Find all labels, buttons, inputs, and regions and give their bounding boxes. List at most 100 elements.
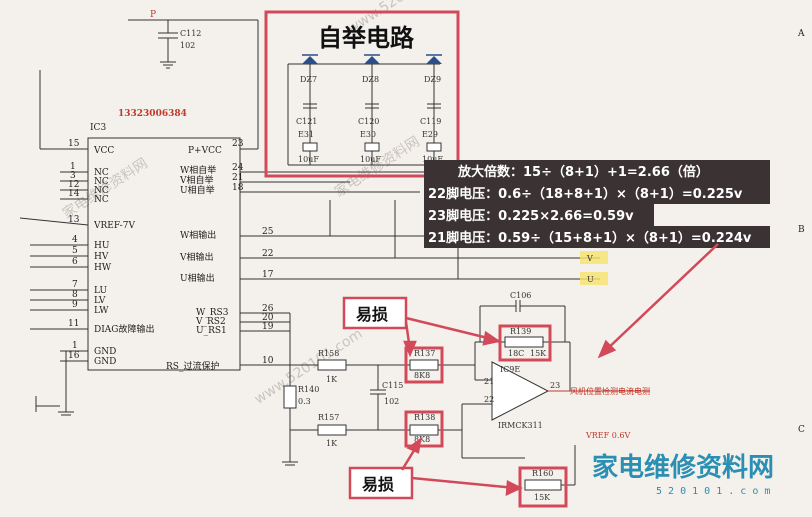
easy-label-box-bottom [348,466,414,500]
pin-num: 11 [68,319,79,329]
r140-label: R140 [298,385,319,394]
left-pin-wires [19,70,89,416]
opamp-pin21: 21 [484,377,494,386]
ic9-label: IC9E [500,365,520,374]
brand-cn: 家电维修资料网 [592,452,774,483]
pin-name: U_RS1 [196,326,227,336]
pin-num: 6 [72,257,78,267]
bootstrap-title: 自举电路 [318,24,415,52]
pin-num: 1 [72,341,78,351]
note-pin21: 21脚电压：0.59÷（15+8+1）×（8+1）=0.224v [428,230,752,246]
note-bg [424,226,770,248]
p-rail-label: P [150,10,156,20]
c115-label: C115 [382,381,403,390]
pin-num: 25 [262,227,274,237]
pin-num: 18 [232,183,244,193]
pin-name: V_RS2 [195,317,226,327]
pin-num: 3 [70,171,76,181]
pin-name: NC [94,177,109,187]
pin-num: 4 [72,235,78,245]
pin-name: LU [94,286,107,296]
pin-num: 13 [68,215,80,225]
ic3-body [87,137,241,371]
pin-num: 22 [262,249,273,259]
opamp-pin23: 23 [550,381,560,390]
pin-name: W相自举 [180,164,216,176]
pin-num: 16 [68,351,80,361]
ic3-label: IC3 [90,123,106,133]
c115-value: 102 [384,397,399,406]
easy-label-box-top [342,296,408,330]
margin-letter-b: B [798,225,805,235]
c112-circuit [128,19,259,150]
note-bg [424,160,770,182]
pin-name: U相输出 [180,272,215,284]
v-mark-label: V [586,254,593,263]
diode-label: DZ8 [362,75,379,84]
c112-label: C112 [180,29,201,38]
r139-value: 15K [530,349,547,358]
vref-label: VREF 0.6V [585,431,630,440]
note-bg [424,204,654,226]
pin-num: 8 [72,290,78,300]
diode-dz7 [302,54,318,64]
r157-value: 1K [326,439,338,448]
diode-label: DZ9 [424,75,441,84]
pin-num: 23 [232,139,244,149]
pin-name: HU [94,241,110,251]
r158-value: 1K [326,375,338,384]
pin-num: 9 [72,300,78,310]
margin-letter-c: C [798,425,805,435]
pin-num: 26 [262,304,274,314]
pin-name: NC [94,168,109,178]
pin-num: 21 [232,173,243,183]
r157-label: R157 [318,413,339,422]
diode-dz9 [426,54,442,64]
bootstrap-caps [302,103,442,152]
pin-name: GND [94,347,116,357]
pin-name: P+VCC [188,146,222,156]
cap-label: C121 [296,117,317,126]
pin-num: 1 [70,162,76,172]
pin-name: DIAG故障输出 [94,323,154,335]
r139-label: R139 [510,327,531,336]
watermark-text: www.520101.com [252,326,366,408]
easy-label-top: 易损 [356,305,388,324]
r137-label: R137 [414,349,435,358]
v-mark [580,251,608,264]
pin-num: 7 [72,280,78,290]
pin-name: LV [94,296,106,306]
pin-name: V相输出 [179,251,214,263]
cap-value: 10uF [298,155,319,164]
margin-letter-a: A [797,29,805,39]
elec-cap-label: E31 [298,130,314,139]
r138-label: R138 [414,413,435,422]
pin-name: NC [94,195,109,205]
pin-num: 19 [262,322,274,332]
fragile-highlight-boxes [404,324,568,508]
diode-label: DZ7 [300,75,317,84]
pin-num: 17 [262,270,274,280]
pin-num: 12 [68,180,79,190]
pin-name: NC [94,186,109,196]
pin-name: RS_过流保护 [166,360,219,372]
ic9-part: IRMCK311 [498,421,543,430]
phone-number: 13323006384 [118,109,187,119]
r139-alt: 18C [508,349,524,358]
u-mark [580,272,608,285]
pin-name: W_RS3 [196,308,229,318]
opamp-pin22: 22 [484,395,494,404]
c112-value: 102 [180,41,195,50]
pin-name: HW [94,263,112,273]
elec-cap-label: E29 [422,130,438,139]
cap-value: 10uF [360,155,381,164]
pin-num: 15 [68,139,80,149]
brand-bg [584,441,806,493]
pin-num: 5 [72,246,78,256]
cap-label: C120 [358,117,379,126]
r138-value: 8K8 [414,435,430,444]
brand-url: 5 2 0 1 0 1 . c o m [656,486,770,497]
opamp-output-label: 风机位置检测电流电测 [570,386,650,396]
pin-num: 24 [232,163,244,173]
